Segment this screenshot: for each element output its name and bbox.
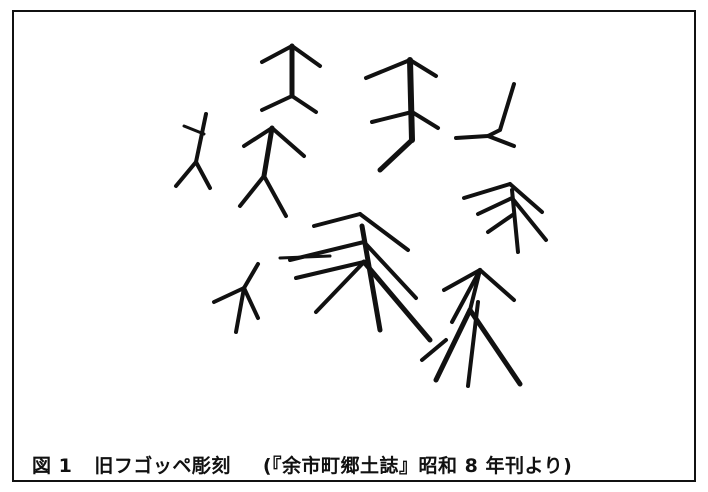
- carving-figure-4: [174, 112, 212, 190]
- figure-number: 図 1: [32, 455, 73, 477]
- figure-frame: [12, 10, 696, 482]
- carving-figure-1: [260, 43, 322, 114]
- carving-figure-3: [454, 82, 516, 148]
- carving-figure-8: [212, 262, 260, 334]
- carving-figure-6: [462, 182, 548, 254]
- carving-figure-5: [238, 125, 306, 218]
- carving-figure-7: [278, 212, 433, 343]
- carving-figure-9: [420, 268, 523, 388]
- figure-caption: 図 1 旧フゴッペ彫刻 (『余市町郷土誌』昭和 8 年刊より): [32, 451, 572, 478]
- figure-title: 旧フゴッペ彫刻: [94, 455, 231, 477]
- figure-source: (『余市町郷土誌』昭和 8 年刊より): [262, 455, 573, 477]
- carving-figure-2: [364, 57, 440, 173]
